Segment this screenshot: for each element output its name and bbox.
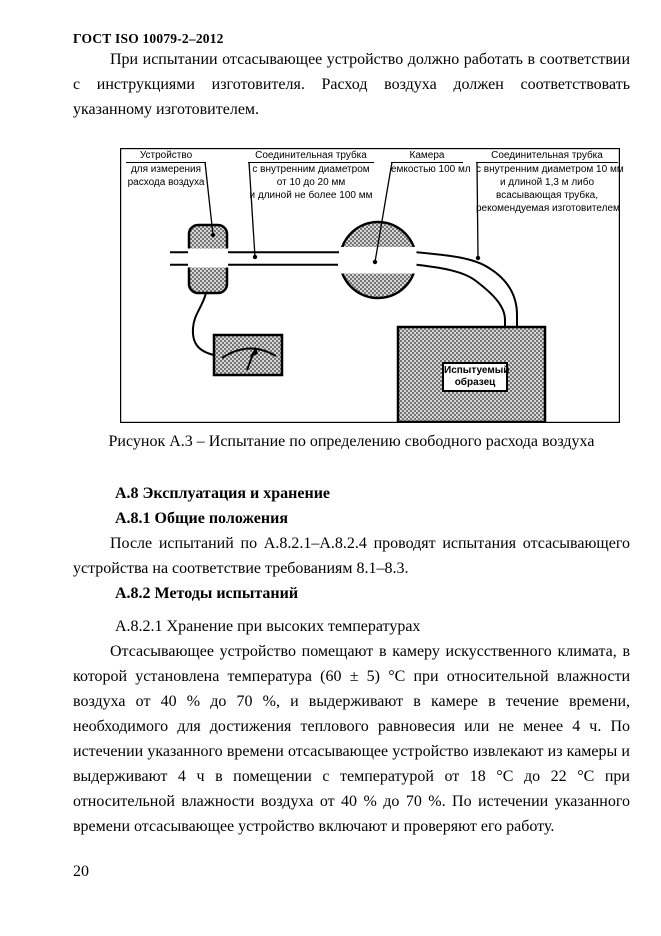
figure-a3: Устройство для измерения расхода воздуха… (120, 148, 624, 423)
heading-a8: А.8 Эксплуатация и хранение (115, 485, 331, 502)
gauge-dial-arc (221, 347, 277, 359)
heading-a821: А.8.2.1 Хранение при высоких температура… (115, 618, 421, 635)
leader-line-suction-tube (476, 161, 479, 259)
paragraph-after-tests: После испытаний по А.8.2.1–А.8.2.4 прово… (73, 535, 630, 577)
specimen-box (396, 325, 547, 423)
figure-label-flow-meter: Устройство для измерения расхода воздуха (126, 149, 206, 189)
page-number: 20 (73, 863, 89, 880)
gauge-needle-arrowhead (249, 347, 258, 357)
device-tube-gap (186, 248, 230, 268)
figure-label-chamber-title: Камера (391, 149, 463, 163)
document-body: При испытании отсасывающее устройство до… (73, 47, 630, 884)
figure-label-chamber-body: емкостью 100 мл (391, 164, 471, 175)
leader-dot-chamber (372, 259, 378, 265)
figure-label-flow-meter-body: для измерения расхода воздуха (127, 164, 205, 188)
figure-label-connecting-tube-title: Соединительная трубка (248, 149, 374, 163)
heading-a82: А.8.2 Методы испытаний (115, 585, 299, 602)
suction-tube-inner-line (416, 263, 506, 333)
leader-dot-device (210, 232, 216, 238)
specimen-label: Испытуемый образец (442, 362, 509, 392)
paragraph-high-temperature-storage: Отсасывающее устройство помещают в камер… (73, 643, 630, 835)
document-header: ГОСТ ISO 10079-2–2012 (73, 31, 224, 46)
figure-caption: Рисунок А.3 – Испытание по определению с… (108, 433, 595, 450)
figure-label-suction-tube: Соединительная трубка с внутренним диаме… (476, 149, 624, 215)
chamber-tube-gap (338, 247, 418, 274)
leader-dot-suction-tube (475, 255, 481, 261)
figure-label-connecting-tube-body: с внутренним диаметром от 10 до 20 мм и … (249, 164, 373, 201)
figure-label-suction-tube-title: Соединительная трубка (476, 149, 618, 163)
paragraph-airflow-requirement: При испытании отсасывающее устройство до… (73, 51, 630, 118)
leader-line-device (204, 161, 214, 236)
gauge-needle (246, 353, 254, 371)
leader-line-chamber (374, 161, 393, 263)
device-to-gauge-line (191, 292, 215, 356)
figure-label-chamber: Камера емкостью 100 мл (391, 149, 471, 176)
figure-label-suction-tube-body: с внутренним диаметром 10 мм и длиной 1,… (476, 164, 624, 214)
leader-dot-tube (252, 254, 258, 260)
suction-tube-outer-line (416, 251, 518, 333)
figure-label-flow-meter-title: Устройство (126, 149, 206, 163)
heading-a81: А.8.1 Общие положения (115, 510, 288, 527)
leader-line-tube (248, 161, 256, 258)
figure-label-connecting-tube: Соединительная трубка с внутренним диаме… (248, 149, 374, 202)
free-airflow-test-diagram (120, 148, 620, 423)
